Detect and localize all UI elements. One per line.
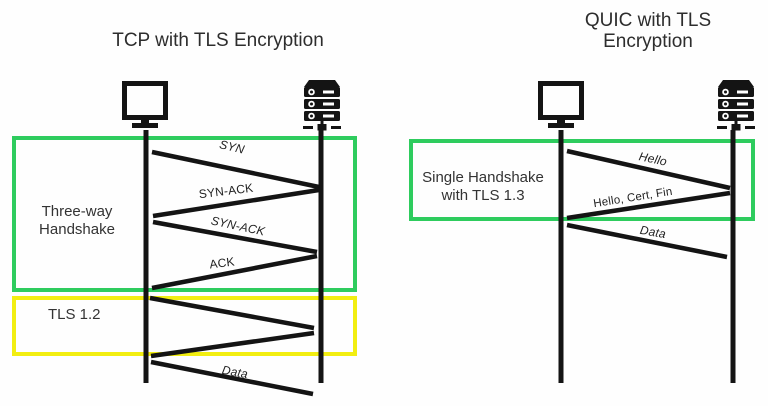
three-way-handshake-label: Three-way Handshake — [39, 203, 115, 238]
three-way-handshake-box — [12, 136, 357, 292]
msg-synack-line — [152, 187, 320, 219]
monitor-icon — [541, 84, 582, 129]
server-icon — [716, 79, 756, 132]
left-diagram-title: TCP with TLS Encryption — [112, 30, 324, 51]
msg-syn-line — [151, 149, 320, 190]
monitor-icon — [125, 84, 166, 129]
tls-exchange-line-2 — [150, 330, 315, 359]
single-handshake-label: Single Handshake with TLS 1.3 — [422, 169, 544, 204]
msg-ack-line — [151, 253, 318, 291]
msg-hello-cert-fin-line — [566, 190, 731, 221]
right-diagram-title: QUIC with TLS Encryption — [584, 10, 712, 52]
tls-exchange-line-1 — [149, 295, 315, 331]
single-handshake-box — [409, 139, 755, 221]
server-icon — [302, 79, 342, 132]
tls12-box — [12, 296, 357, 356]
msg-data-line-right — [566, 222, 728, 260]
msg-data-line-left — [150, 359, 314, 397]
msg-synack2-line — [152, 219, 318, 255]
msg-hello-line — [566, 148, 731, 191]
tls12-label: TLS 1.2 — [48, 306, 101, 323]
